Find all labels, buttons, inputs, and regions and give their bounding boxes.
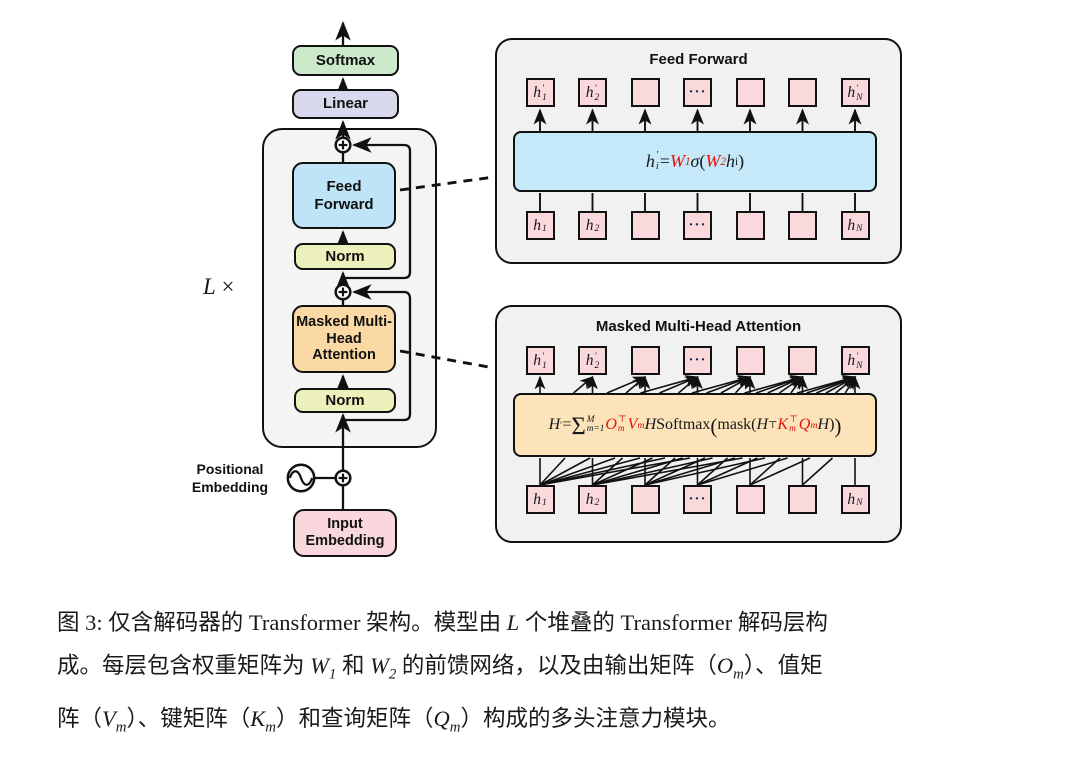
dashed-connector-feed-forward	[399, 175, 495, 192]
generated-connectors	[335, 21, 862, 509]
masked-attention-box: Masked Multi-Head Attention	[292, 305, 396, 373]
attention-fan-line	[644, 457, 736, 486]
attn-hidden-state-square: h′2	[578, 346, 607, 375]
masked-attention-label: Masked Multi-Head Attention	[296, 313, 392, 364]
attention-fan-line	[539, 457, 566, 486]
attn-hidden-state-square	[788, 485, 817, 514]
caption-line: 阵（Vm）、键矩阵（Km）和查询矩阵（Qm）构成的多头注意力模块。	[57, 705, 731, 736]
input-embedding-box: Input Embedding	[293, 509, 397, 557]
attention-fan-arrow	[744, 375, 804, 394]
plus-circle-icon	[334, 469, 352, 487]
repeat-count-label: L ×	[203, 274, 235, 299]
ff-hidden-state-square: h′N	[840, 78, 870, 107]
attention-fan-arrow	[625, 376, 647, 394]
attention-fan-line	[592, 457, 713, 486]
ff-hidden-state-square	[735, 211, 765, 240]
attn-hidden-state-square	[630, 485, 660, 514]
masked-attention-panel-title: Masked Multi-Head Attention	[595, 318, 802, 335]
ff-hidden-state-square	[788, 78, 817, 107]
attention-fan-arrow	[691, 375, 752, 394]
plus-circle-icon	[334, 136, 352, 154]
ff-hidden-state-square: ···	[683, 211, 712, 240]
attn-hidden-state-square: h′1	[525, 346, 555, 375]
attention-fan-arrow	[606, 376, 647, 394]
attention-fan-arrow	[796, 375, 857, 394]
attention-fan-line	[591, 457, 624, 486]
caption-line: 成。每层包含权重矩阵为 W1 和 W2 的前馈网络，以及由输出矩阵（Om）、值矩	[57, 653, 823, 683]
attention-fan-line	[539, 457, 591, 486]
sine-wave-icon	[286, 463, 336, 493]
attention-fan-line	[696, 457, 729, 486]
ff-hidden-state-square: h′1	[525, 78, 555, 107]
attention-fan-line	[539, 457, 616, 486]
attention-fan-arrow	[640, 375, 699, 394]
attention-fan-line	[697, 457, 758, 486]
attention-fan-line	[801, 457, 834, 486]
attn-hidden-state-square: h′N	[840, 346, 870, 375]
norm-box-1: Norm	[294, 243, 396, 270]
softmax-box: Softmax	[292, 45, 399, 76]
positional-embedding-label: Positional Embedding	[191, 461, 269, 495]
residual-connection-top	[343, 137, 412, 280]
attention-fan-line	[644, 457, 676, 486]
attention-fan-line	[644, 457, 766, 486]
ff-hidden-state-square: ···	[683, 78, 712, 107]
residual-connection-bottom	[343, 284, 412, 422]
attn-hidden-state-square: ···	[683, 485, 712, 514]
figure-caption: 图 3: 仅含解码器的 Transformer 架构。模型由 L 个堆叠的 Tr…	[57, 601, 1032, 749]
attn-hidden-state-square	[630, 346, 660, 375]
norm-label: Norm	[325, 247, 365, 265]
attention-fan-line	[592, 457, 653, 486]
attn-hidden-state-square: ···	[683, 346, 712, 375]
feed-forward-box: Feed Forward	[292, 162, 396, 229]
attention-fan-line	[697, 457, 788, 486]
attention-fan-line	[539, 457, 641, 486]
ff-hidden-state-square	[735, 78, 765, 107]
ff-hidden-state-square	[630, 78, 660, 107]
linear-label: Linear	[322, 95, 368, 113]
ff-hidden-state-square: h′2	[578, 78, 607, 107]
attn-hidden-state-square	[788, 346, 817, 375]
attention-fan-line	[592, 457, 683, 486]
attention-fan-line	[749, 457, 811, 486]
ff-hidden-state-square	[788, 211, 817, 240]
softmax-label: Softmax	[315, 51, 376, 69]
attention-fan-line	[644, 457, 706, 486]
norm-label: Norm	[325, 391, 365, 409]
feed-forward-panel-title: Feed Forward	[649, 51, 748, 68]
norm-box-2: Norm	[294, 388, 396, 413]
attention-fan-line	[749, 457, 781, 486]
input-embedding-label: Input Embedding	[305, 516, 385, 549]
ff-hidden-state-square	[630, 211, 660, 240]
plus-circle-icon	[334, 283, 352, 301]
linear-box: Linear	[292, 89, 399, 119]
caption-line: 图 3: 仅含解码器的 Transformer 架构。模型由 L 个堆叠的 Tr…	[57, 610, 828, 635]
attn-hidden-state-square	[735, 346, 765, 375]
attn-hidden-state-square	[735, 485, 765, 514]
dashed-connector-attention	[399, 349, 495, 370]
feed-forward-label: Feed Forward	[314, 178, 374, 213]
attention-fan-arrow	[572, 376, 594, 394]
